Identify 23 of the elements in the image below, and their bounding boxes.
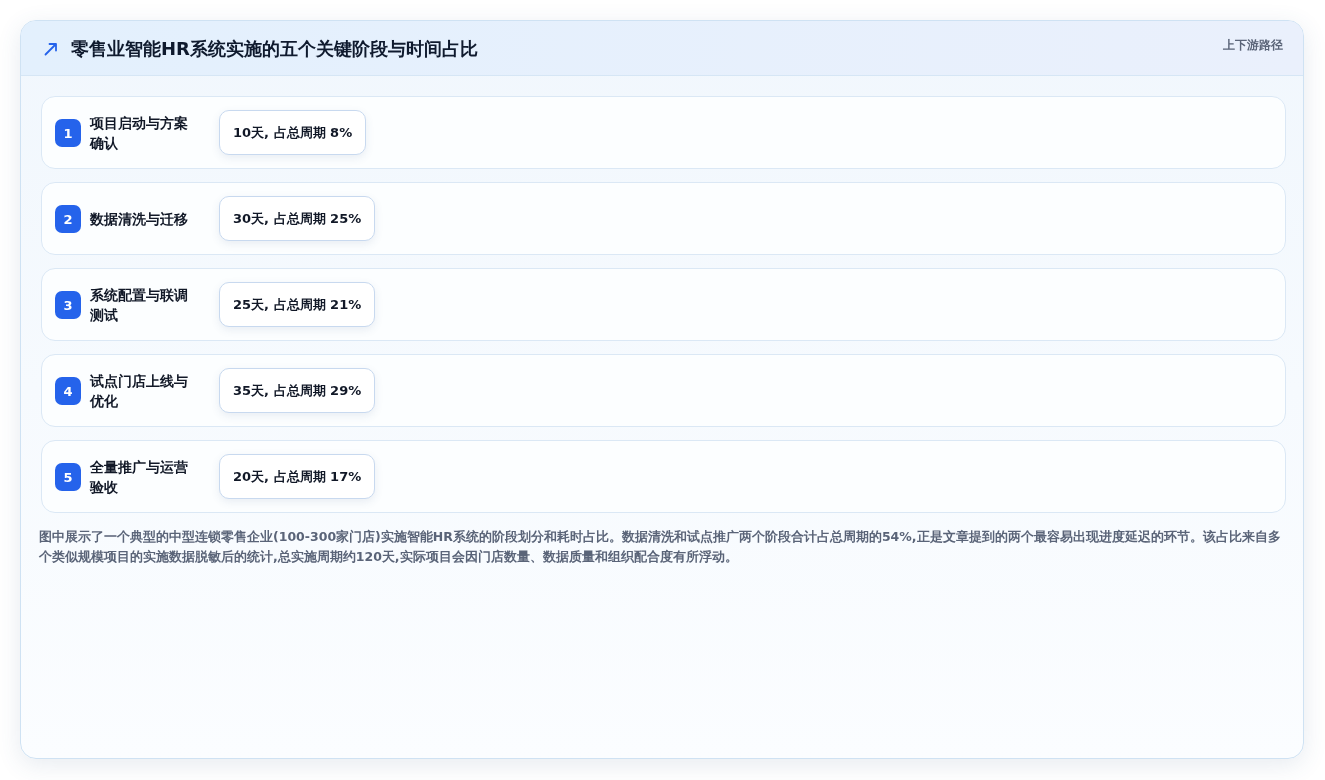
stage-card — [41, 182, 1286, 255]
duration-tag: 20天, 占总周期 17% — [219, 454, 376, 499]
duration-tag: 25天, 占总周期 21% — [219, 282, 376, 327]
stage-name: 数据清洗与迁移 — [90, 209, 189, 229]
step-number-badge: 5 — [55, 463, 81, 491]
duration-tag: 30天, 占总周期 25% — [219, 196, 376, 241]
step-number-badge: 2 — [55, 205, 81, 233]
stage-name: 系统配置与联调测试 — [90, 285, 189, 325]
stage-card — [41, 96, 1286, 169]
step-number-badge: 4 — [55, 377, 81, 405]
caption: 图中展示了一个典型的中型连锁零售企业(100-300家门店)实施智能HR系统的阶段划分和耗时占比。数据清洗和试点推广两个阶段合计占总周期的54%,正是文章提到的两个最容易出现进度延迟的环节。该占比来自多个类似规模项目的实施数据脱敏后的统计,总实施周期约120天,实际项目会因门店数量、数据质量和组织配合度有所浮动。 — [39, 528, 1282, 566]
stage-card — [41, 268, 1286, 341]
stage-card — [41, 354, 1286, 427]
step-number-badge: 3 — [55, 291, 81, 319]
stage-name: 全量推广与运营验收 — [90, 457, 189, 497]
stage-card — [41, 440, 1286, 513]
title: 零售业智能HR系统实施的五个关键阶段与时间占比 — [71, 37, 478, 61]
duration-tag: 35天, 占总周期 29% — [219, 368, 376, 413]
step-number-badge: 1 — [55, 119, 81, 147]
duration-tag: 10天, 占总周期 8% — [219, 110, 367, 155]
stage-name: 试点门店上线与优化 — [90, 371, 189, 411]
header-note: 上下游路径 — [1223, 37, 1283, 53]
stage-name: 项目启动与方案确认 — [90, 113, 189, 153]
